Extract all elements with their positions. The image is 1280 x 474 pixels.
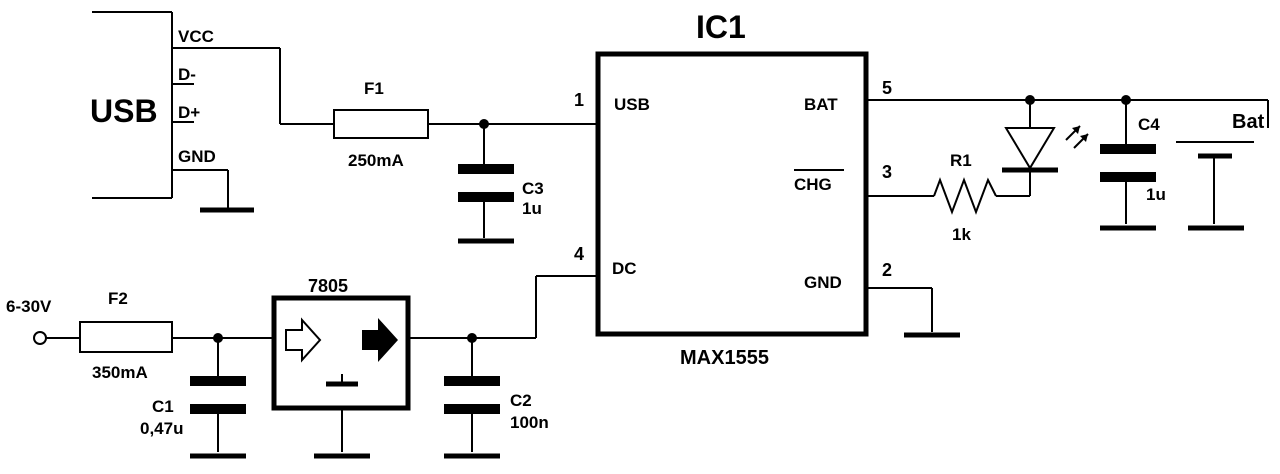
c1-name: C1 <box>152 397 174 416</box>
input-terminal <box>33 331 47 345</box>
ic-gnd <box>866 287 960 338</box>
ic1-pin-dc-num: 4 <box>574 244 584 264</box>
c2-name: C2 <box>510 391 532 410</box>
c3-name: C3 <box>522 179 544 198</box>
regulator-output-arrow <box>362 318 398 362</box>
c2-value: 100n <box>510 413 549 432</box>
ic1-pin-bat: BAT <box>804 95 838 114</box>
r1-name: R1 <box>950 151 972 170</box>
c4-value: 1u <box>1146 185 1166 204</box>
c4-name: C4 <box>1138 115 1160 134</box>
usb-pin-dminus: D- <box>178 65 196 84</box>
regulator-input-arrow <box>285 317 322 363</box>
ic1-pin-gnd: GND <box>804 273 842 292</box>
battery-path: R1 1k C4 1u Bat <box>866 95 1269 244</box>
capacitor-c1 <box>190 376 246 386</box>
dc-input-path: 6-30V F2 350mA C1 0,47u 7805 C2 100n <box>6 275 598 459</box>
fuse-f2 <box>79 321 173 353</box>
usb-vcc-path: F1 250mA C3 1u <box>279 48 598 244</box>
ic1: IC1 MAX1555 USB 1 DC 4 BAT 5 CHG 3 GND 2 <box>574 9 892 369</box>
capacitor-c2 <box>444 376 500 386</box>
ic1-pin-gnd-num: 2 <box>882 260 892 280</box>
ic1-title: IC1 <box>696 9 746 45</box>
fuse-f1 <box>333 109 429 139</box>
c1-value: 0,47u <box>140 419 183 438</box>
usb-pin-vcc: VCC <box>178 27 214 46</box>
f2-value: 350mA <box>92 363 148 382</box>
capacitor-c3 <box>458 164 514 174</box>
battery-label: Bat <box>1232 111 1265 133</box>
usb-label: USB <box>90 93 158 129</box>
capacitor-c4 <box>1100 144 1156 154</box>
resistor-r1 <box>933 177 997 215</box>
ic1-pin-usb-num: 1 <box>574 90 584 110</box>
ic1-pin-bat-num: 5 <box>882 78 892 98</box>
input-label: 6-30V <box>6 297 52 316</box>
c3-value: 1u <box>522 199 542 218</box>
ic1-pin-chg: CHG <box>794 175 832 194</box>
regulator-name: 7805 <box>308 276 348 296</box>
f2-name: F2 <box>108 289 128 308</box>
ic1-pin-usb: USB <box>614 95 650 114</box>
ic1-pin-dc: DC <box>612 259 637 278</box>
ic1-pin-chg-num: 3 <box>882 162 892 182</box>
r1-value: 1k <box>952 225 971 244</box>
usb-pin-gnd: GND <box>178 147 216 166</box>
usb-connector: USB VCC D- D+ GND <box>90 11 280 213</box>
ic1-part: MAX1555 <box>680 347 769 369</box>
led <box>1004 127 1056 170</box>
usb-pin-dplus: D+ <box>178 103 200 122</box>
f1-value: 250mA <box>348 151 404 170</box>
f1-name: F1 <box>364 79 384 98</box>
regulator-7805 <box>271 295 411 411</box>
